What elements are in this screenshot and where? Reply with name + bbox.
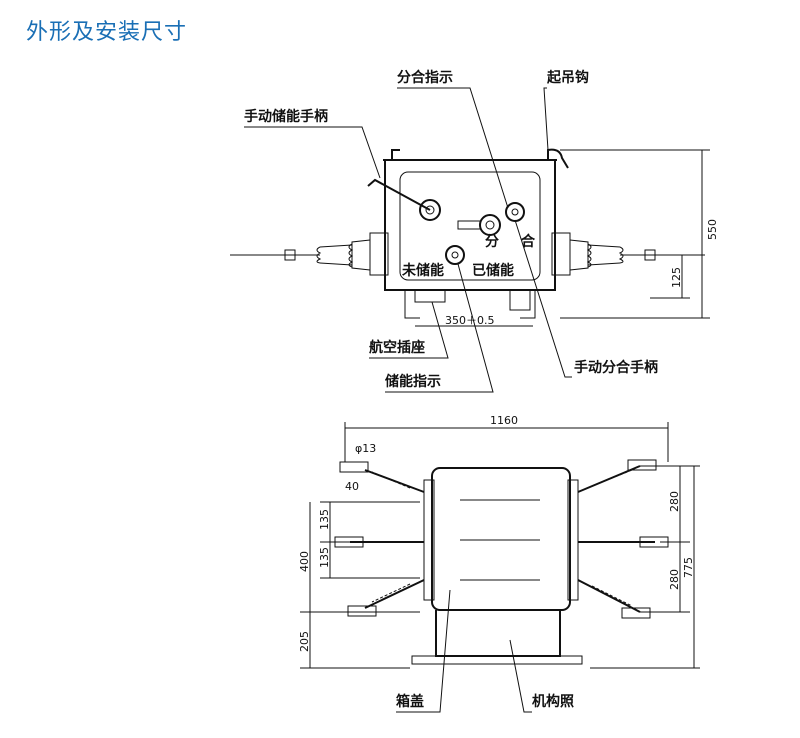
storage-indicator-label: 储能指示 [384, 373, 441, 390]
dim-40: 40 [345, 480, 359, 493]
box-cover-label: 箱盖 [396, 693, 424, 710]
leader-mechanism [509, 639, 532, 713]
dim-upper-135: 135 [318, 509, 331, 530]
left-bushing-lower [347, 579, 425, 617]
dim-350: 350＋0.5 [445, 314, 495, 327]
mechanism-box [435, 610, 561, 657]
lifting-hook-label: 起吊钩 [546, 69, 589, 86]
dim-1160: 1160 [490, 414, 518, 427]
leader-box-cover [396, 589, 451, 713]
stored-label: 已储能 [472, 262, 514, 279]
dim-hole-dia: φ13 [355, 442, 376, 455]
manual-open-close-handle-label: 手动分合手柄 [574, 359, 658, 376]
left-bushing-base [351, 239, 371, 271]
close-label: 合 [521, 233, 536, 250]
open-close-indicator-label: 分合指示 [397, 69, 453, 86]
lifting-hook-right [547, 148, 569, 169]
leader-manual-open-close-handle [514, 219, 572, 378]
leader-open-close-indicator [397, 87, 509, 209]
leader-lifting-hook [543, 87, 549, 151]
left-bushing-upper [339, 461, 425, 493]
aviation-socket [414, 289, 446, 303]
aviation-socket-label: 航空插座 [369, 339, 425, 356]
open-close-indicator-dial [479, 214, 501, 236]
not-stored-label: 未储能 [402, 262, 444, 279]
right-bushing-upper [577, 459, 657, 493]
top-view: 分 合 未储能 已储能 分合指示 起吊钩 手动储能手柄 航空插座 储能指示 手动… [230, 69, 719, 393]
dim-400: 400 [298, 551, 311, 572]
dim-205: 205 [298, 631, 311, 652]
open-close-handle-hub [505, 202, 525, 222]
dim-right-lower-280: 280 [668, 569, 681, 590]
page-title: 外形及安装尺寸 [26, 20, 188, 45]
leader-aviation-socket [369, 301, 449, 359]
left-bushing-flange [369, 232, 389, 276]
leader-storage-indicator [385, 263, 494, 393]
dim-775: 775 [682, 557, 695, 578]
breaker-body [431, 467, 571, 611]
open-label: 分 [485, 234, 499, 250]
front-view: 1160 φ13 40 135 135 400 205 280 280 [298, 414, 700, 713]
dim-125: 125 [670, 267, 683, 288]
manual-storage-handle-label: 手动储能手柄 [244, 108, 328, 125]
right-bushing-flange [551, 232, 571, 276]
dim-lower-135: 135 [318, 547, 331, 568]
lifting-hook-left [391, 149, 400, 160]
dim-right-upper-280: 280 [668, 491, 681, 512]
enclosure-inner [399, 171, 541, 281]
right-bushing-base [569, 239, 589, 271]
mechanism-label: 机构照 [532, 693, 574, 710]
storage-handle-hub [419, 199, 441, 221]
manual-storage-handle-bar [367, 178, 431, 211]
storage-indicator-dial [445, 245, 465, 265]
right-bushing-middle [578, 536, 669, 548]
dim-550: 550 [706, 219, 719, 240]
leader-manual-storage-handle [244, 126, 381, 179]
right-bushing-lower [577, 579, 651, 619]
base-plate [411, 655, 583, 665]
